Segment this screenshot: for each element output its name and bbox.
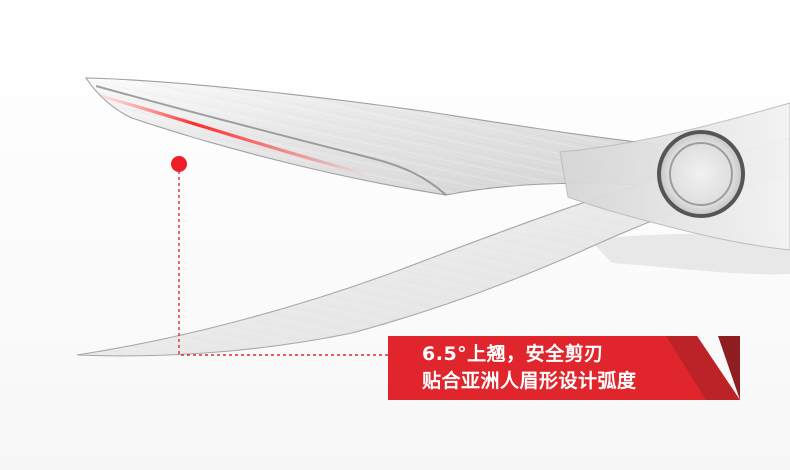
red-marker-dot (171, 156, 187, 172)
upper-blade-texture (86, 78, 704, 195)
callout-text-line-2: 贴合亚洲人眉形设计弧度 (422, 370, 637, 392)
callout-banner-shape (388, 336, 740, 400)
pivot-screw-icon (657, 130, 745, 218)
upper-edge-shadow (95, 85, 447, 196)
callout-text-line-1: 6.5°上翘，安全剪刃 (422, 343, 604, 365)
red-curve-highlight (99, 94, 370, 177)
callout-banner: 6.5°上翘，安全剪刃 贴合亚洲人眉形设计弧度 (388, 336, 740, 400)
pivot-screw-inner-ring (669, 142, 733, 206)
dashed-callout-line (178, 171, 407, 356)
